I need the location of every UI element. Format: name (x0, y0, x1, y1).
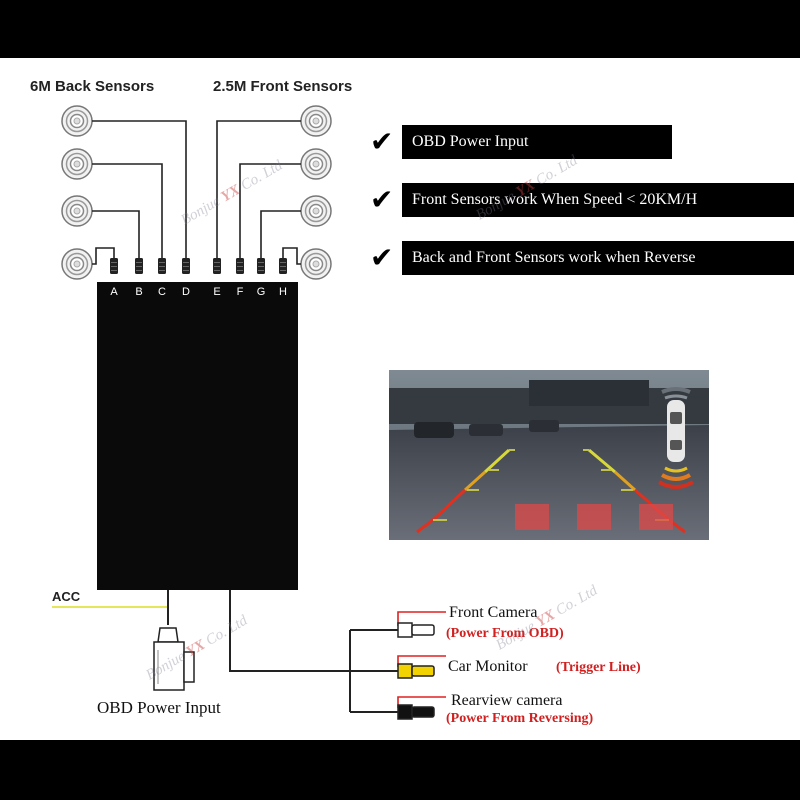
car-monitor-trigger-label: (Trigger Line) (556, 660, 641, 675)
front-sensor-2 (300, 148, 332, 180)
front-sensors-header: 2.5M Front Sensors (213, 78, 353, 95)
sensor-plugs (110, 258, 287, 274)
car-monitor-rca (397, 663, 435, 679)
front-sensor-1 (300, 105, 332, 137)
front-sensor-3 (300, 195, 332, 227)
rearview-camera-rca (397, 704, 435, 720)
port-letter-h: H (279, 286, 287, 298)
port-letter-g: G (256, 286, 266, 298)
obd-power-input-label: OBD Power Input (97, 698, 221, 717)
check-icon: ✔ (370, 241, 394, 274)
camera-preview-image (389, 370, 709, 540)
port-letter-b: B (135, 286, 143, 298)
back-sensor-4 (61, 248, 93, 280)
control-box (97, 282, 298, 590)
feature-sensors-reverse: Back and Front Sensors work when Reverse (402, 241, 794, 275)
rearview-camera-power-label: (Power From Reversing) (446, 711, 594, 726)
back-sensors-header: 6M Back Sensors (30, 78, 155, 95)
port-letter-e: E (213, 286, 221, 298)
obd-plug (153, 590, 195, 691)
front-sensor-4 (300, 248, 332, 280)
car-monitor-label: Car Monitor (448, 658, 528, 675)
rearview-camera-label: Rearview camera (451, 692, 563, 709)
feature-front-sensors-speed: Front Sensors work When Speed < 20KM/H (402, 183, 794, 217)
sensor-cables (92, 120, 301, 265)
port-letter-f: F (236, 286, 244, 298)
front-camera-power-label: (Power From OBD) (446, 626, 564, 641)
port-letter-d: D (182, 286, 190, 298)
video-cable (229, 590, 398, 713)
front-camera-label: Front Camera (449, 604, 538, 621)
check-icon: ✔ (370, 183, 394, 216)
back-sensor-3 (61, 195, 93, 227)
acc-label: ACC (52, 589, 81, 604)
back-sensor-2 (61, 148, 93, 180)
back-sensor-1 (61, 105, 93, 137)
port-letter-c: C (158, 286, 166, 298)
check-icon: ✔ (370, 125, 394, 158)
feature-obd-power: OBD Power Input (402, 125, 672, 159)
front-camera-rca (397, 622, 435, 638)
port-letter-a: A (110, 286, 118, 298)
